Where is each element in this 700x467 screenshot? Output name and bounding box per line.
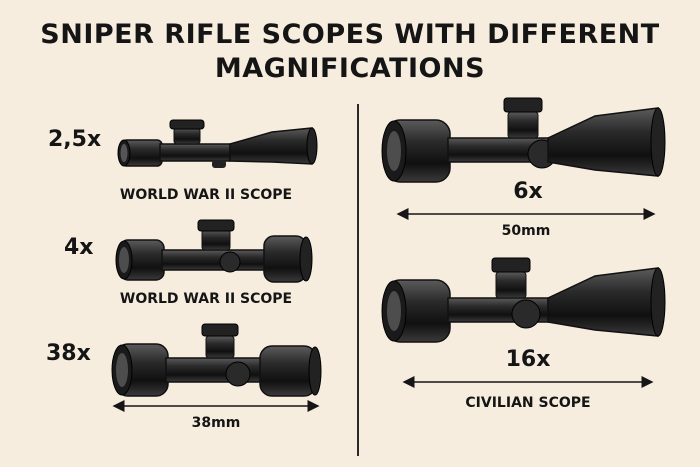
dimension-arrow-civilian [402,376,654,388]
magnification-6x: 6x [513,179,543,204]
magnification-16x: 16x [505,347,551,372]
page-title: SNIPER RIFLE SCOPES WITH DIFFERENT MAGNI… [40,18,660,86]
scope-image-2-5x [117,119,318,168]
dimension-arrow-38mm [112,400,320,412]
title-line-2: MAGNIFICATIONS [214,53,486,84]
dimension-arrow-50mm [396,208,656,220]
dimension-label-38mm: 38mm [191,415,241,431]
scope-image-16x [381,257,666,343]
magnification-2-5x: 2,5x [48,127,102,152]
title-line-1: SNIPER RIFLE SCOPES WITH DIFFERENT [40,19,660,50]
scope-image-6x [381,97,666,183]
scope-label-16x: CIVILIAN SCOPE [465,395,591,411]
column-divider [357,104,359,456]
scope-image-4x [115,219,313,283]
magnification-38x: 38x [46,341,91,366]
scope-label-4x: WORLD WAR II SCOPE [119,291,293,307]
scope-image-38x [111,323,322,397]
scope-label-2-5x: WORLD WAR II SCOPE [119,187,293,203]
magnification-4x: 4x [64,235,94,260]
dimension-label-50mm: 50mm [501,223,551,239]
